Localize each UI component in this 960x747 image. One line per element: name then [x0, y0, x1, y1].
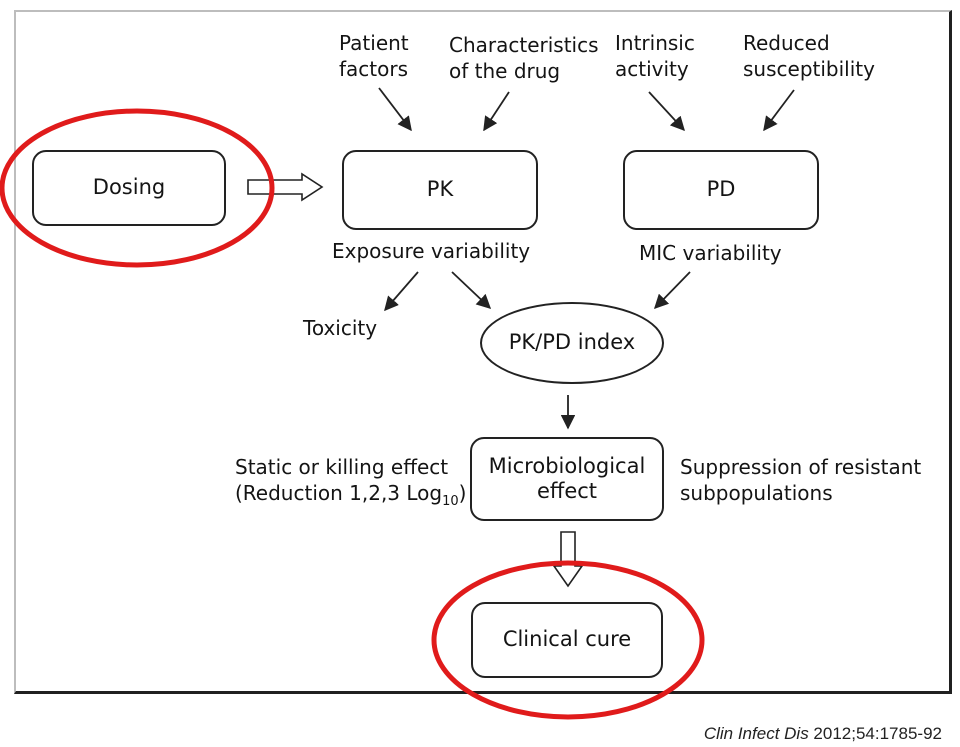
suppression-resistant-label: Suppression of resistant subpopulations [680, 455, 922, 505]
arrow-exposure-to-toxicity [384, 271, 419, 312]
pkpd-index-label: PK/PD index [508, 330, 636, 355]
patient-factors-label: Patient factors [339, 31, 409, 81]
citation-reference: 2012;54:1785-92 [808, 724, 942, 743]
pk-label: PK [426, 177, 454, 202]
log-subscript: 10 [442, 494, 459, 509]
arrow-mic-to-index [653, 271, 691, 310]
hollow-arrow-dosing-to-pk [247, 172, 324, 202]
dosing-label: Dosing [92, 175, 166, 200]
citation: Clin Infect Dis 2012;54:1785-92 [704, 724, 942, 744]
arrow-drug-to-pk [483, 91, 510, 132]
static-killing-effect-label: Static or killing effect (Reduction 1,2,… [235, 454, 466, 515]
pd-box: PD [623, 150, 819, 230]
hollow-arrow-microbiological-to-cure [552, 531, 584, 588]
dosing-box: Dosing [32, 150, 226, 226]
characteristics-drug-label: Characteristics of the drug [449, 33, 599, 83]
static-killing-line2: (Reduction 1,2,3 Log10) [235, 480, 466, 515]
clinical-cure-box: Clinical cure [471, 602, 663, 678]
pd-label: PD [706, 177, 736, 202]
static-killing-prefix: (Reduction 1,2,3 Log [235, 481, 443, 505]
pk-box: PK [342, 150, 538, 230]
citation-journal: Clin Infect Dis [703, 724, 809, 743]
mic-variability-label: MIC variability [639, 241, 782, 265]
arrow-exposure-to-index [451, 271, 492, 309]
arrow-susceptibility-to-pd [763, 89, 795, 132]
figure-frame [14, 10, 952, 694]
static-killing-suffix: ) [458, 481, 467, 505]
clinical-cure-label: Clinical cure [502, 627, 632, 652]
toxicity-label: Toxicity [303, 316, 378, 340]
pkpd-index-ellipse: PK/PD index [480, 302, 664, 384]
microbiological-effect-box: Microbiological effect [470, 437, 664, 521]
microbiological-effect-label: Microbiological effect [488, 453, 646, 503]
intrinsic-activity-label: Intrinsic activity [615, 31, 695, 81]
arrow-intrinsic-to-pd [648, 91, 685, 132]
reduced-susceptibility-label: Reduced susceptibility [743, 31, 875, 81]
static-killing-line1: Static or killing effect [235, 455, 449, 479]
highlight-circle-clinical-cure [431, 560, 705, 720]
arrow-patient-to-pk [378, 87, 412, 132]
exposure-variability-label: Exposure variability [332, 239, 531, 263]
highlight-circle-dosing [0, 108, 275, 268]
